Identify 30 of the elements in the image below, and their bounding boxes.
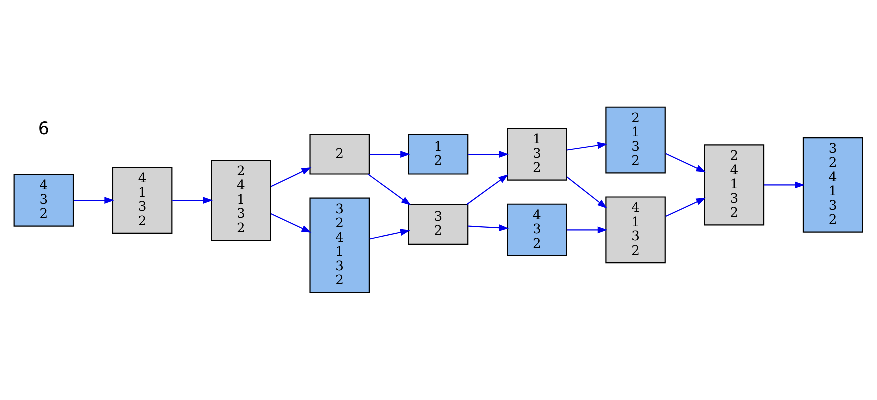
node-box: 3 2 [408, 204, 469, 245]
node-box: 4 3 2 [14, 174, 74, 227]
node-box: 1 2 [408, 134, 469, 175]
node-box: 4 1 3 2 [606, 196, 666, 264]
node-box: 4 3 2 [507, 204, 568, 256]
arrow [271, 214, 312, 233]
node-box: 2 4 1 3 2 [704, 144, 765, 226]
arrow [666, 153, 706, 173]
arrow [764, 182, 806, 189]
arrow [567, 142, 608, 151]
node-box: 2 1 3 2 [606, 106, 666, 174]
arrow [666, 198, 706, 218]
arrow [370, 151, 410, 158]
label: 6 [38, 120, 50, 140]
node-box: 3 2 4 1 3 2 [310, 198, 370, 294]
arrow [468, 224, 510, 232]
arrow [468, 151, 510, 158]
arrow [172, 197, 214, 204]
arrow [566, 176, 608, 209]
arrow [370, 229, 410, 240]
arrow [466, 174, 509, 206]
arrow [271, 167, 312, 188]
arrow [74, 197, 115, 204]
arrow [567, 226, 608, 234]
arrow [368, 174, 412, 206]
node-box: 2 [310, 134, 370, 175]
node-box: 2 4 1 3 2 [211, 160, 272, 242]
node-box: 3 2 4 1 3 2 [802, 138, 864, 233]
node-box: 1 3 2 [507, 128, 568, 181]
node-box: 4 1 3 2 [112, 167, 173, 234]
